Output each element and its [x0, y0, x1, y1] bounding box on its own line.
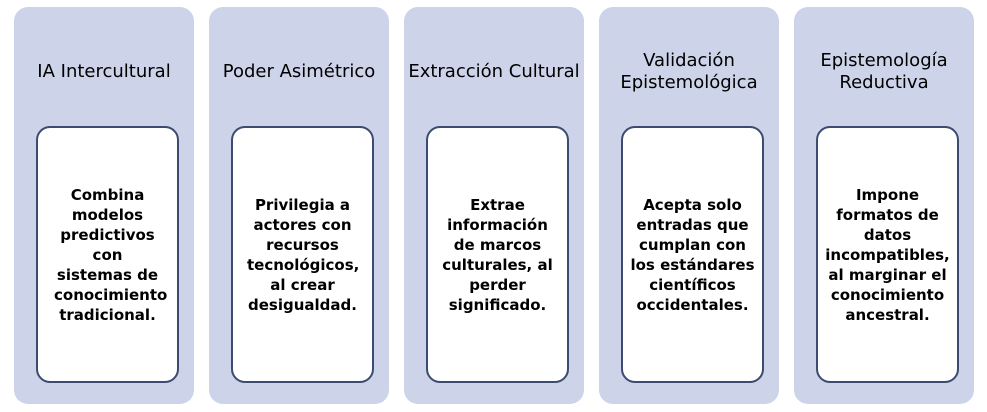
card-description: Combina modelos predictivos con sistemas… — [54, 185, 168, 324]
description-card: Combina modelos predictivos con sistemas… — [36, 126, 179, 383]
column-poder-asimetrico: Poder Asimétrico Privilegia a actores co… — [209, 7, 389, 404]
column-ia-intercultural: IA Intercultural Combina modelos predict… — [14, 7, 194, 404]
description-card: Privilegia a actores con recursos tecnol… — [231, 126, 374, 383]
card-description: Privilegia a actores con recursos tecnol… — [247, 195, 360, 314]
column-title: Validación Epistemológica — [620, 50, 758, 93]
card-description: Acepta solo entradas que cumplan con los… — [630, 195, 755, 314]
column-validacion-epistemologica: Validación Epistemológica Acepta solo en… — [599, 7, 779, 404]
card-description: Impone formatos de datos incompatibles, … — [825, 185, 950, 324]
card-description: Extrae información de marcos culturales,… — [442, 195, 553, 314]
description-card: Extrae información de marcos culturales,… — [426, 126, 569, 383]
description-card: Impone formatos de datos incompatibles, … — [816, 126, 959, 383]
column-title: Poder Asimétrico — [222, 61, 376, 82]
column-extraccion-cultural: Extracción Cultural Extrae información d… — [404, 7, 584, 404]
column-epistemologia-reductiva: Epistemología Reductiva Impone formatos … — [794, 7, 974, 404]
column-title: IA Intercultural — [37, 61, 171, 82]
column-title: Epistemología Reductiva — [820, 50, 948, 93]
column-title: Extracción Cultural — [408, 61, 580, 82]
description-card: Acepta solo entradas que cumplan con los… — [621, 126, 764, 383]
